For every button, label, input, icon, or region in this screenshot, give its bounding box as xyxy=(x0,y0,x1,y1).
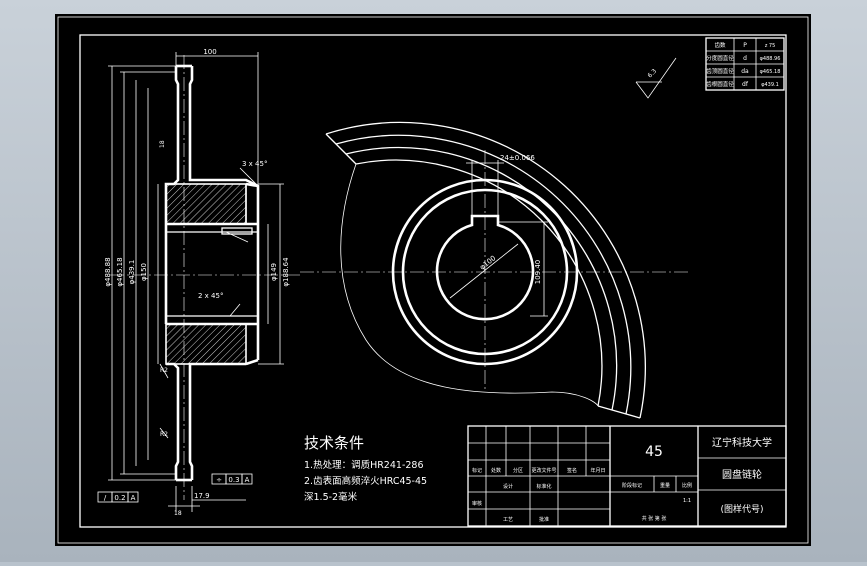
svg-text:0.3: 0.3 xyxy=(228,476,239,484)
tb-drawing-code: (图样代号) xyxy=(720,503,763,515)
dim-r1: R2 xyxy=(160,367,168,374)
dim-key-depth: 109.40 xyxy=(534,260,542,285)
svg-text:A: A xyxy=(245,476,250,484)
tb-date: 年月日 xyxy=(590,467,605,474)
dim-chamfer-bottom: 2 x 45° xyxy=(198,292,223,300)
tb-university: 辽宁科技大学 xyxy=(712,436,772,449)
tb-weight: 重量 xyxy=(660,482,670,489)
tb-mark: 标记 xyxy=(472,467,482,474)
title-block xyxy=(467,425,787,527)
svg-text:/: / xyxy=(104,494,107,502)
roughness-symbol: 6.3 xyxy=(635,57,677,99)
tb-scale-value: 1:1 xyxy=(683,498,691,504)
outer-border xyxy=(57,16,809,544)
tb-change-doc: 更改文件号 xyxy=(531,467,556,474)
tb-part-name: 圆盘链轮 xyxy=(722,468,762,481)
dim-overall-width: 100 xyxy=(203,48,216,56)
tech-line-2: 2.齿表面高频淬火HRC45-45 xyxy=(304,475,427,487)
tb-process: 工艺 xyxy=(503,517,513,523)
dim-dia-2: φ465.18 xyxy=(116,257,124,286)
front-view xyxy=(300,121,690,419)
svg-text:P: P xyxy=(743,42,747,49)
dim-tooth-thickness: 18 xyxy=(159,140,166,148)
dim-hub-length: 17.9 xyxy=(194,492,210,500)
tb-material: 45 xyxy=(645,444,663,460)
svg-text:÷: ÷ xyxy=(216,476,222,484)
tolerance-frame-2: ÷ 0.3 A xyxy=(211,473,253,485)
tb-review: 审核 xyxy=(472,500,482,507)
svg-text:分度圆直径: 分度圆直径 xyxy=(706,54,734,62)
param-table xyxy=(705,37,785,91)
tb-sign: 签名 xyxy=(567,467,577,474)
tb-sheets: 共 张 第 张 xyxy=(642,515,667,522)
dim-dia-4: φ150 xyxy=(140,263,148,281)
tb-standard: 标准化 xyxy=(536,483,551,490)
svg-text:da: da xyxy=(741,68,749,75)
svg-text:φ488.96: φ488.96 xyxy=(760,56,781,62)
dim-key-width: 24±0.066 xyxy=(500,154,535,162)
svg-text:6.3: 6.3 xyxy=(646,68,658,80)
tb-stage-mark: 阶段标记 xyxy=(622,482,642,489)
svg-text:齿数: 齿数 xyxy=(714,41,726,49)
drawing-sheet xyxy=(55,14,811,546)
tb-design: 设计 xyxy=(503,483,513,490)
tech-title: 技术条件 xyxy=(304,434,364,452)
svg-text:φ465.18: φ465.18 xyxy=(760,69,781,75)
dim-dia-5: φ188.64 xyxy=(282,257,290,287)
dim-bottom: 18 xyxy=(174,510,182,517)
dim-r2: R2 xyxy=(160,431,168,438)
tech-line-3: 深1.5-2毫米 xyxy=(304,491,358,503)
svg-text:z 75: z 75 xyxy=(765,43,776,49)
dim-chamfer-top: 3 x 45° xyxy=(242,160,267,168)
inner-frame xyxy=(79,34,787,528)
dim-hub-dia: φ149 xyxy=(270,263,278,281)
section-view xyxy=(108,52,300,512)
svg-text:0.2: 0.2 xyxy=(114,494,125,502)
tb-zone: 分区 xyxy=(513,467,523,474)
tb-scale: 比例 xyxy=(682,482,692,489)
tolerance-frame-1: / 0.2 A xyxy=(97,491,139,503)
svg-text:d: d xyxy=(743,55,747,62)
tb-count: 处数 xyxy=(491,467,501,474)
svg-text:齿顶圆直径: 齿顶圆直径 xyxy=(706,67,734,75)
svg-text:齿根圆直径: 齿根圆直径 xyxy=(706,80,734,88)
svg-text:φ439.1: φ439.1 xyxy=(761,82,779,88)
svg-text:A: A xyxy=(131,494,136,502)
svg-text:df: df xyxy=(742,81,749,88)
dim-dia-3: φ439.1 xyxy=(128,260,136,285)
tb-approve: 批准 xyxy=(539,516,549,523)
tech-line-1: 1.热处理：调质HR241-286 xyxy=(304,459,424,471)
dim-outer-dia: φ488.88 xyxy=(104,257,112,286)
